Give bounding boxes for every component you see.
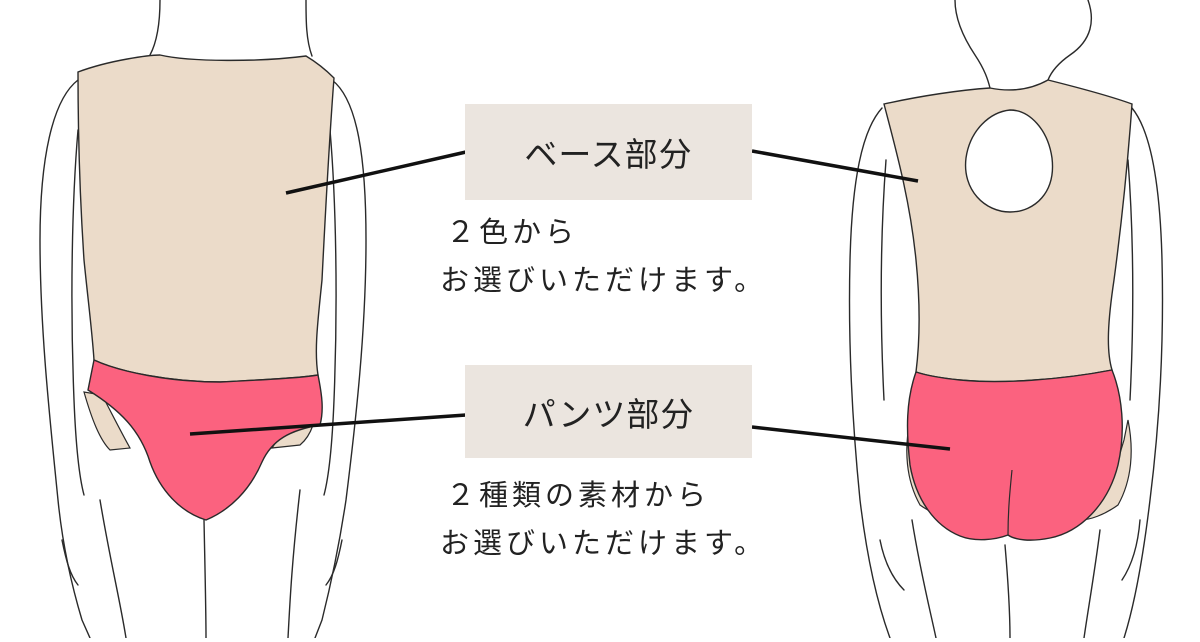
back-keyhole [964, 109, 1054, 213]
front-pants-fabric [87, 358, 323, 521]
base-note: ２色から お選びいただけます。 [440, 208, 767, 304]
base-pointer-right [751, 149, 919, 183]
pants-note-line1: ２種類の素材から [446, 478, 711, 512]
pants-note-line2: お選びいただけます。 [440, 526, 768, 560]
front-legs [99, 489, 301, 639]
front-neck [149, 0, 313, 57]
back-base-fabric [883, 79, 1133, 383]
base-pointer-left [285, 150, 467, 195]
pants-part-label: パンツ部分 [465, 365, 752, 458]
back-left-arm [848, 107, 891, 639]
base-note-line1: ２色から [446, 215, 579, 249]
pants-note: ２種類の素材から お選びいただけます。 [440, 471, 767, 567]
front-right-arm [314, 79, 367, 639]
front-base-fabric [77, 54, 335, 383]
back-figure [848, 0, 1164, 639]
back-legs [911, 519, 1101, 639]
pants-pointer-right [751, 425, 951, 451]
back-pants-fabric [906, 369, 1123, 541]
pants-pointer-left [189, 413, 467, 436]
base-part-label: ベース部分 [465, 104, 752, 200]
base-note-line2: お選びいただけます。 [440, 263, 768, 297]
front-figure [39, 0, 367, 639]
back-head [954, 0, 1093, 89]
back-right-arm [1123, 107, 1164, 639]
